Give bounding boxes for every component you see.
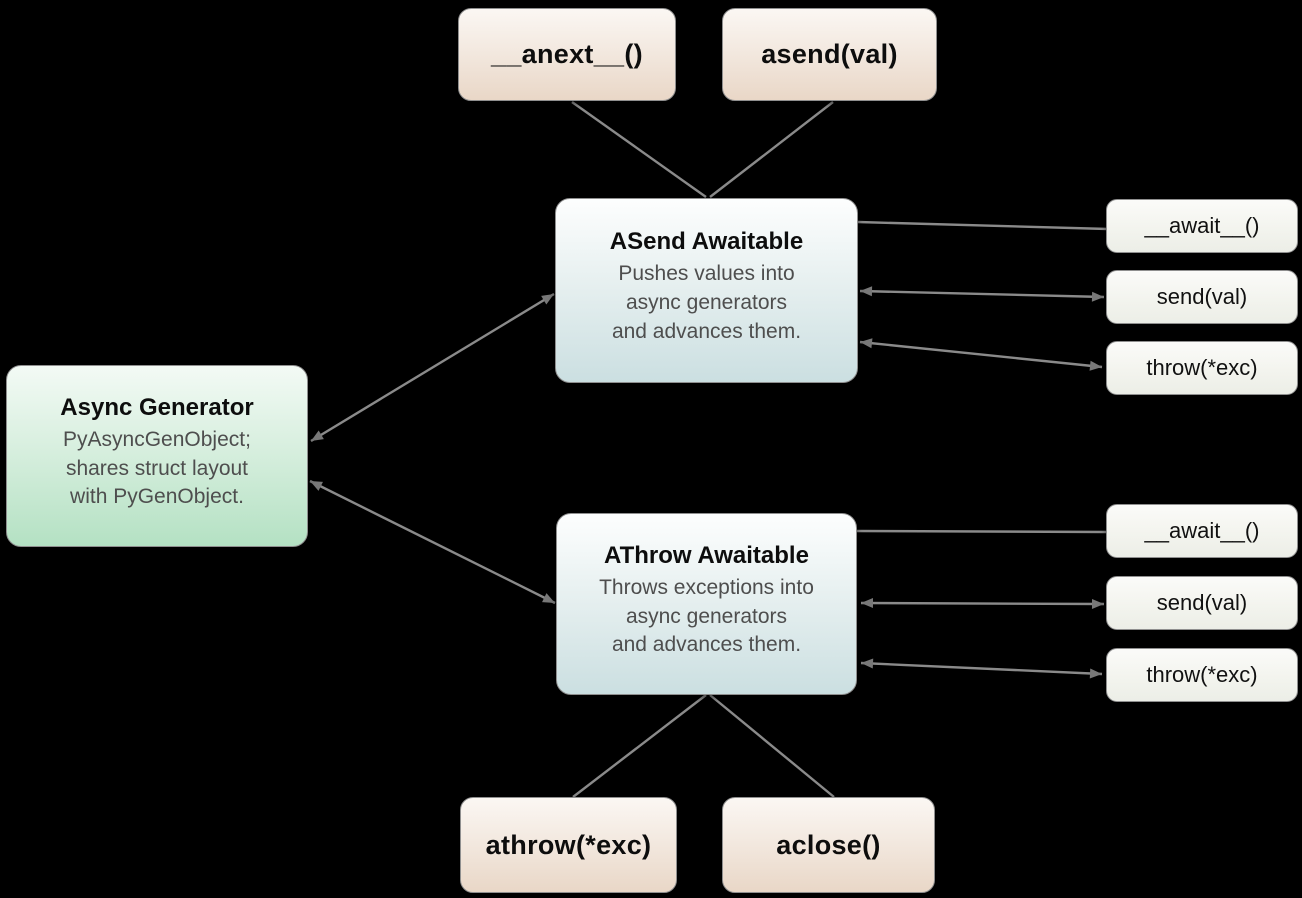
- athrow-awaitable-description: Throws exceptions into async generators …: [599, 575, 814, 657]
- asend-throw-label: throw(*exc): [1146, 355, 1258, 380]
- node-athrow-awaitable: AThrow Awaitable Throws exceptions into …: [556, 513, 857, 695]
- connector-asyncgen-athrow-awaitable: [309, 479, 556, 605]
- node-asend-await-method: __await__(): [1106, 199, 1298, 253]
- athrow-throw-label: throw(*exc): [1146, 662, 1258, 687]
- connector-asend-awaitable-to-await: [857, 220, 1109, 231]
- node-anext-method: __anext__(): [458, 8, 676, 101]
- async-generator-description: PyAsyncGenObject; shares struct layout w…: [63, 427, 251, 509]
- aclose-method-label: aclose(): [776, 829, 881, 860]
- node-athrow-throw-method: throw(*exc): [1106, 648, 1298, 702]
- node-athrow-send-method: send(val): [1106, 576, 1298, 630]
- asend-awaitable-description: Pushes values into async generators and …: [611, 262, 802, 343]
- connector-athrow-awaitable-to-aclose-method: [709, 694, 835, 798]
- connector-anext-to-asend-awaitable: [571, 101, 707, 198]
- node-asend-send-method: send(val): [1106, 270, 1298, 324]
- connector-asend-to-asend-awaitable: [709, 101, 834, 198]
- async-generator-title: Async Generator: [60, 393, 254, 421]
- connector-asend-awaitable-throw: [859, 338, 1103, 371]
- athrow-method-label: athrow(*exc): [485, 829, 652, 860]
- node-asend-throw-method: throw(*exc): [1106, 341, 1298, 395]
- connector-asend-awaitable-send: [859, 286, 1105, 302]
- connector-athrow-awaitable-to-athrow-method: [572, 694, 707, 798]
- connector-athrow-awaitable-send: [860, 598, 1105, 609]
- node-athrow-await-method: __await__(): [1106, 504, 1298, 558]
- athrow-awaitable-title: AThrow Awaitable: [604, 541, 809, 569]
- node-asend-method: asend(val): [722, 8, 937, 101]
- asend-method-label: asend(val): [761, 39, 898, 69]
- athrow-await-label: __await__(): [1144, 518, 1260, 543]
- node-asend-awaitable: ASend Awaitable Pushes values into async…: [555, 198, 858, 383]
- asend-awaitable-title: ASend Awaitable: [609, 228, 804, 256]
- node-aclose-method: aclose(): [722, 797, 935, 893]
- node-async-generator: Async Generator PyAsyncGenObject; shares…: [6, 365, 308, 547]
- node-athrow-method: athrow(*exc): [460, 797, 677, 893]
- asend-await-label: __await__(): [1144, 213, 1260, 238]
- anext-method-label: __anext__(): [491, 39, 643, 69]
- connector-asyncgen-asend-awaitable: [310, 292, 555, 443]
- connector-athrow-awaitable-to-await: [856, 529, 1109, 534]
- connector-athrow-awaitable-throw: [860, 658, 1103, 679]
- athrow-send-label: send(val): [1156, 590, 1248, 615]
- asend-send-label: send(val): [1156, 284, 1248, 309]
